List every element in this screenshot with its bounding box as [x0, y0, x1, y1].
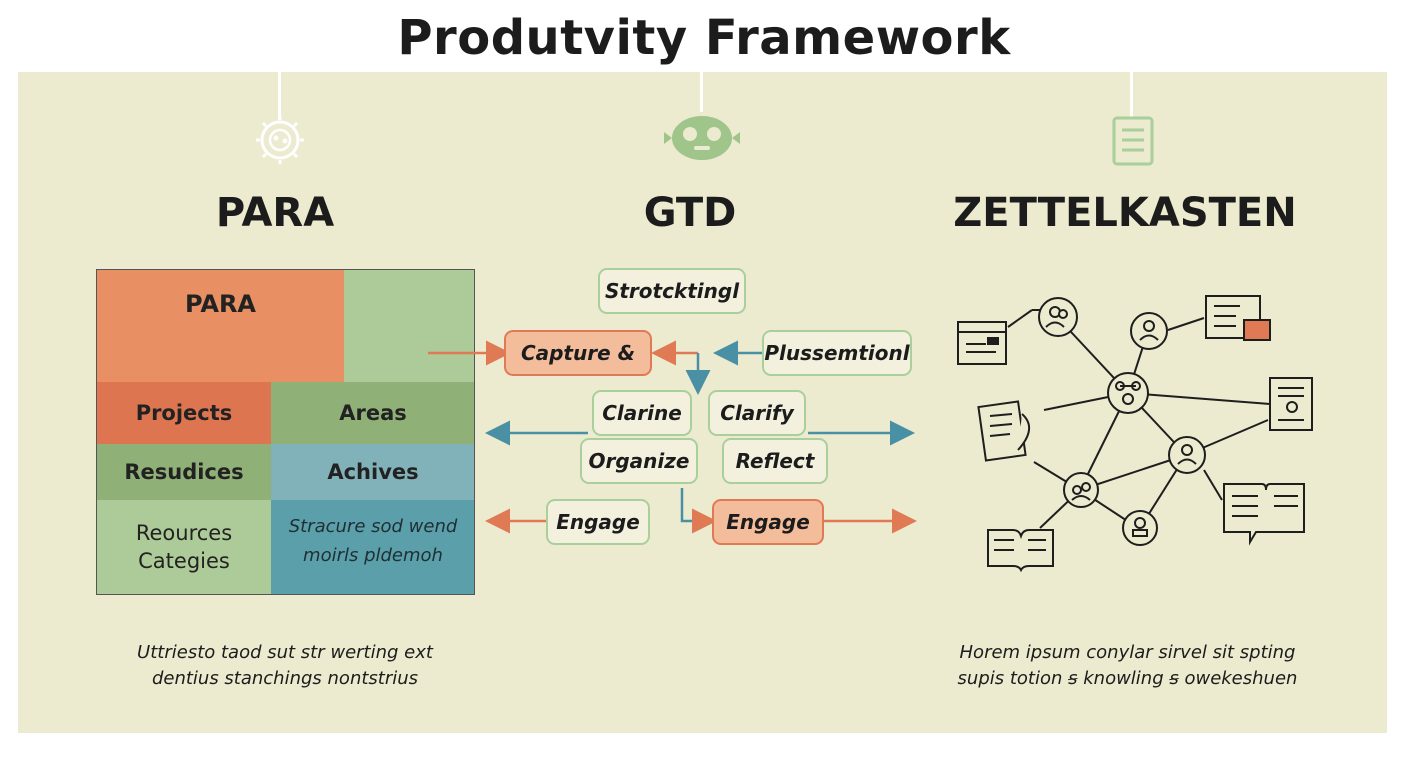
- browser-doc-icon: [957, 321, 1007, 365]
- para-resources-cell: Reources Categies: [97, 500, 271, 594]
- gtd-capture-label: Capture &: [520, 341, 636, 365]
- para-structure-label: Stracure sod wend moirls pldemoh: [288, 516, 458, 566]
- gtd-plussementionl-box: Plussemtionl: [762, 330, 912, 376]
- user-node-icon: [1038, 297, 1078, 337]
- para-achives-cell: Achives: [271, 444, 475, 500]
- para-hang-line: [278, 72, 281, 120]
- network-documents: [957, 295, 1313, 573]
- zettelkasten-title: ZETTELKASTEN: [953, 190, 1297, 236]
- gtd-clarine-label: Clarine: [602, 401, 682, 425]
- para-areas-cell: Areas: [271, 382, 475, 444]
- para-areas-label: Areas: [339, 401, 407, 425]
- para-resources-label: Reources Categies: [135, 521, 233, 573]
- gtd-clarify-label: Clarify: [720, 401, 794, 425]
- para-caption: Uttriesto taod sut str werting ext denti…: [137, 642, 433, 689]
- para-resudices-cell: Resudices: [97, 444, 271, 500]
- gtd-reflect-label: Reflect: [735, 449, 815, 473]
- open-document-icon: [1223, 483, 1305, 546]
- para-structure-cell: Stracure sod wend moirls pldemoh: [271, 500, 475, 594]
- group-node-icon: [1063, 472, 1099, 508]
- open-book-icon: [987, 529, 1054, 573]
- user-node-icon: [1130, 312, 1168, 350]
- para-title: PARA: [215, 190, 335, 236]
- network-nodes: [1038, 297, 1206, 546]
- sun-icon: [256, 116, 304, 164]
- para-grid-border: [96, 269, 475, 595]
- main-title: Produtvity Framework: [397, 10, 1011, 66]
- gtd-organize-label: Organize: [588, 449, 690, 473]
- user-node-icon: [1122, 510, 1158, 546]
- checklist-doc-icon: [977, 400, 1030, 462]
- gtd-capture-box: Capture &: [504, 330, 652, 376]
- gtd-engage-right-box: Engage: [712, 499, 824, 545]
- document-icon: [1112, 116, 1154, 166]
- gtd-clarify-box: Clarify: [708, 390, 806, 436]
- gtd-engage-right-label: Engage: [726, 510, 810, 534]
- gtd-structuring-label: Strotcktingl: [604, 279, 740, 303]
- zettelkasten-caption: Horem ipsum conylar sirvel sit spting su…: [957, 642, 1298, 689]
- para-resudices-label: Resudices: [124, 460, 244, 484]
- para-projects-label: Projects: [135, 401, 233, 425]
- para-header-cell: PARA: [97, 270, 344, 382]
- para-green-top-cell: [344, 270, 475, 382]
- gtd-organize-box: Organize: [580, 438, 698, 484]
- para-achives-label: Achives: [327, 460, 419, 484]
- gtd-title: GTD: [643, 190, 737, 236]
- zettel-hang-line: [1130, 72, 1133, 118]
- gtd-engage-left-label: Engage: [556, 510, 640, 534]
- gtd-structuring-box: Strotcktingl: [598, 268, 746, 314]
- para-projects-cell: Projects: [97, 382, 271, 444]
- page-doc-icon: [1269, 377, 1313, 431]
- gtd-reflect-box: Reflect: [722, 438, 828, 484]
- para-header-label: PARA: [184, 290, 256, 318]
- gtd-engage-left-box: Engage: [546, 499, 650, 545]
- gtd-plussementionl-label: Plussemtionl: [764, 341, 910, 365]
- user-node-icon: [1168, 436, 1206, 474]
- hub-node-icon: [1107, 372, 1149, 414]
- gtd-clarine-box: Clarine: [592, 390, 692, 436]
- note-card-icon: [1205, 295, 1271, 341]
- robot-face-icon: [664, 116, 740, 160]
- gtd-hang-line: [700, 72, 703, 112]
